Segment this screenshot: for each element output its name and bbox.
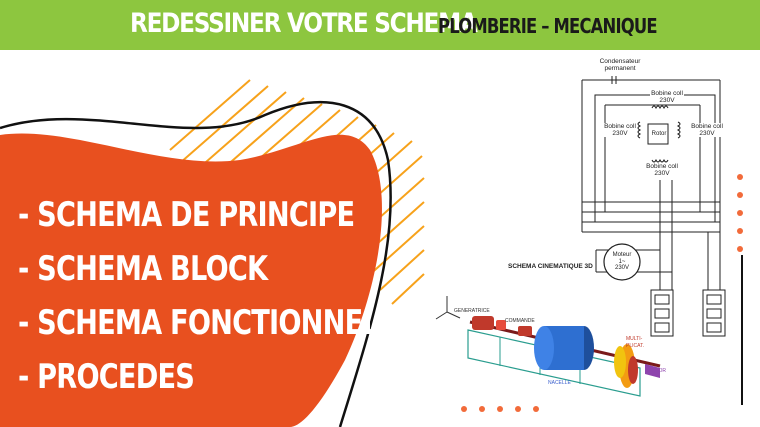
- motor-symbol: [603, 243, 641, 281]
- topic-procedes: - PROCEDES: [18, 357, 195, 397]
- bobine-right-label: Bobine coll 230V: [690, 123, 724, 137]
- topic-schema-fonctionnel: - SCHEMA FONCTIONNEL: [18, 303, 380, 343]
- header-banner: REDESSINER VOTRE SCHEMA PLOMBERIE – MECA…: [0, 0, 760, 50]
- topic-schema-block: - SCHEMA BLOCK: [18, 249, 268, 289]
- label-commande: COMMANDE: [505, 318, 535, 324]
- cinematique-title: SCHEMA CINEMATIQUE 3D: [508, 263, 593, 270]
- bobine-bottom-label: Bobine coll 230V: [645, 163, 679, 177]
- label-nacelle: NACELLE: [548, 380, 571, 386]
- bobine-top-label: Bobine coll 230V: [650, 90, 684, 104]
- moteur-label: Moteur 1~ 230V: [612, 252, 632, 271]
- orange-blob: [0, 133, 382, 427]
- bobine-left-label: Bobine coll 230V: [604, 123, 636, 137]
- label-rotor-3d: ROTOR: [648, 368, 666, 374]
- decorative-dots-right: [737, 174, 743, 252]
- electrical-schematic: [581, 76, 721, 290]
- decorative-dots-bottom: [461, 406, 539, 412]
- condensateur-label: Condensateur permanent: [599, 58, 641, 72]
- socket-boxes: [650, 289, 726, 337]
- label-generatrice: GENERATRICE: [454, 308, 490, 314]
- outline-curve: [0, 101, 392, 427]
- label-multiplicateur: MULTI- PLICAT.: [626, 336, 644, 349]
- banner-title: REDESSINER VOTRE SCHEMA: [130, 8, 478, 39]
- rotor-label: Rotor: [651, 131, 667, 137]
- kinematic-3d-schematic: [435, 296, 661, 397]
- banner-subtitle: PLOMBERIE – MECANIQUE: [438, 14, 658, 38]
- topic-schema-principe: - SCHEMA DE PRINCIPE: [18, 195, 355, 235]
